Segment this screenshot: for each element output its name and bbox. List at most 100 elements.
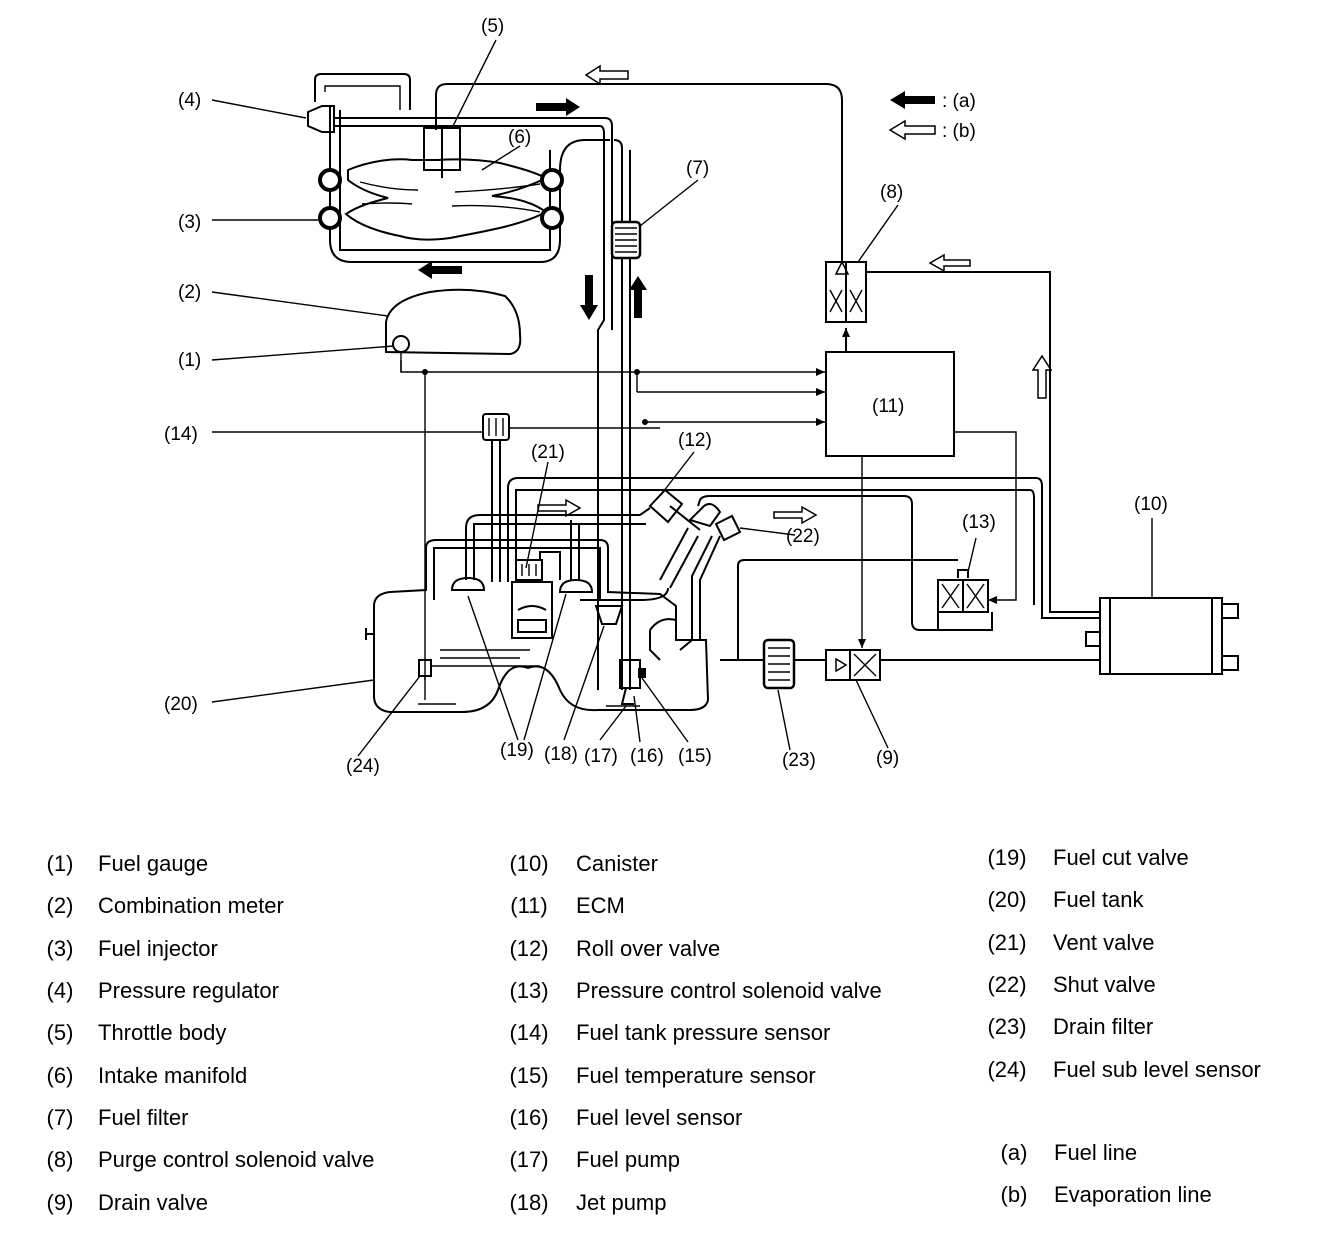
- legend-label: Fuel injector: [98, 935, 218, 961]
- fuel-cut-valves: [450, 576, 594, 593]
- line-type-legend: (a) Fuel line (b)Evaporation line: [978, 1132, 1212, 1217]
- legend-item: (5) Throttle body: [38, 1012, 374, 1054]
- legend-item: (13)Pressure control solenoid valve: [500, 970, 882, 1012]
- throttle-body: [423, 127, 461, 178]
- legend-num: (1): [46, 851, 74, 877]
- purge-line: [435, 83, 843, 262]
- legend-num: (10): [509, 851, 549, 877]
- fuel-flow-arrows: [418, 98, 647, 320]
- legend-item: (17) Fuel pump: [500, 1139, 882, 1181]
- legend-label: Fuel filter: [98, 1104, 189, 1130]
- legend-label: Drain filter: [1053, 1014, 1154, 1040]
- fuel-pump-sensors: [606, 659, 646, 707]
- callout-14: (14): [164, 424, 198, 445]
- shut-valve: [679, 495, 940, 651]
- ecm-box: [422, 351, 1017, 680]
- callout-18: (18): [544, 744, 578, 765]
- fuel-pump-module: [511, 551, 561, 639]
- fuel-tank: [365, 539, 710, 713]
- legend-num: (8): [46, 1147, 74, 1173]
- legend-num: (2): [46, 893, 74, 919]
- pressure-control-solenoid-valve: [937, 569, 993, 631]
- legend-label: ECM: [576, 893, 625, 919]
- drain-valve: [825, 649, 881, 681]
- legend-item: (24) Fuel sub level sensor: [978, 1048, 1261, 1090]
- legend-num: (7): [46, 1104, 74, 1130]
- key-b-label: : (b): [942, 121, 976, 142]
- callout-6: (6): [508, 127, 531, 148]
- fuel-tank-pressure-sensor: [482, 413, 510, 582]
- legend-label: Fuel level sensor: [576, 1104, 743, 1130]
- legend-label: Fuel pump: [576, 1147, 680, 1173]
- legend-label: Roll over valve: [576, 935, 721, 961]
- legend-num: (23): [987, 1014, 1027, 1040]
- legend-label: Intake manifold: [98, 1062, 248, 1088]
- legend-num: (21): [987, 929, 1027, 955]
- legend-label: Purge control solenoid valve: [98, 1147, 375, 1173]
- intake-manifold: [314, 73, 610, 263]
- evaporation-flow-arrows: [537, 64, 1053, 525]
- pressure-regulator: [307, 105, 613, 690]
- legend-item: (8) Purge control solenoid valve: [38, 1139, 375, 1181]
- callout-12: (12): [678, 430, 712, 451]
- legend-label: Combination meter: [98, 893, 284, 919]
- drain-filter: [762, 638, 796, 690]
- legend-label: Pressure control solenoid valve: [576, 978, 882, 1004]
- legend-item: (a) Fuel line: [978, 1132, 1212, 1174]
- legend-num: (4): [46, 978, 74, 1004]
- legend-label: Throttle body: [98, 1020, 227, 1046]
- legend-num: (16): [509, 1104, 549, 1130]
- callout-16: (16): [630, 746, 664, 767]
- legend-label: Fuel tank: [1053, 887, 1144, 913]
- leader-lines: [211, 39, 1153, 757]
- callout-22: (22): [786, 526, 820, 547]
- callout-2: (2): [178, 282, 201, 303]
- callout-9: (9): [876, 748, 899, 769]
- callout-10: (10): [1134, 494, 1168, 515]
- legend-num: (19): [987, 845, 1027, 871]
- fuel-sub-level-sensor: [418, 659, 456, 705]
- callout-4: (4): [178, 90, 201, 111]
- legend-item: (3)Fuel injector: [38, 928, 374, 970]
- legend-num: (14): [509, 1020, 549, 1046]
- legend-num: (a): [1000, 1140, 1028, 1166]
- legend-item: (7) Fuel filter: [38, 1097, 374, 1139]
- legend-label: Fuel line: [1054, 1140, 1138, 1166]
- callout-11: (11): [872, 396, 904, 417]
- legend-label: Canister: [576, 851, 658, 877]
- callout-19: (19): [500, 740, 534, 761]
- legend-label: Vent valve: [1053, 929, 1155, 955]
- legend-item: (14)Fuel tank pressure sensor: [500, 1012, 882, 1054]
- legend-num: (5): [46, 1020, 74, 1046]
- legend-label: Pressure regulator: [98, 978, 279, 1004]
- combination-meter: [385, 288, 522, 373]
- callout-5: (5): [481, 16, 504, 37]
- legend-item: (16) Fuel level sensor: [500, 1097, 882, 1139]
- legend-num: (b): [1000, 1182, 1028, 1208]
- legend-item: (2) Combination meter: [38, 885, 374, 927]
- callout-21: (21): [531, 442, 565, 463]
- flow-key: : (a) : (b): [888, 91, 976, 142]
- legend-label: Fuel gauge: [98, 851, 209, 877]
- legend-num: (17): [509, 1147, 549, 1173]
- callout-1: (1): [178, 350, 201, 371]
- legend-label: Fuel sub level sensor: [1053, 1056, 1261, 1082]
- legend-item: (b)Evaporation line: [978, 1174, 1212, 1216]
- legend-item: (19)Fuel cut valve: [978, 837, 1261, 879]
- legend-num: (24): [987, 1056, 1027, 1082]
- legend-item: (21) Vent valve: [978, 922, 1261, 964]
- legend-item: (6) Intake manifold: [38, 1054, 374, 1096]
- legend-item: (12)Roll over valve: [500, 928, 882, 970]
- legend-item: (15)Fuel temperature sensor: [500, 1054, 882, 1096]
- legend-item: (11) ECM: [500, 885, 882, 927]
- callout-13: (13): [962, 512, 996, 533]
- legend-item: (20)Fuel tank: [978, 879, 1261, 921]
- legend-num: (6): [46, 1062, 74, 1088]
- legend-item: (23) Drain filter: [978, 1006, 1261, 1048]
- fuel-filter: [610, 220, 642, 260]
- legend-num: (15): [509, 1062, 549, 1088]
- legend-num: (11): [510, 893, 548, 919]
- legend-num: (22): [987, 972, 1027, 998]
- legend-item: (1) Fuel gauge: [38, 843, 374, 885]
- legend-column-2: (10) Canister (11) ECM (12)Roll over valve…: [500, 843, 882, 1224]
